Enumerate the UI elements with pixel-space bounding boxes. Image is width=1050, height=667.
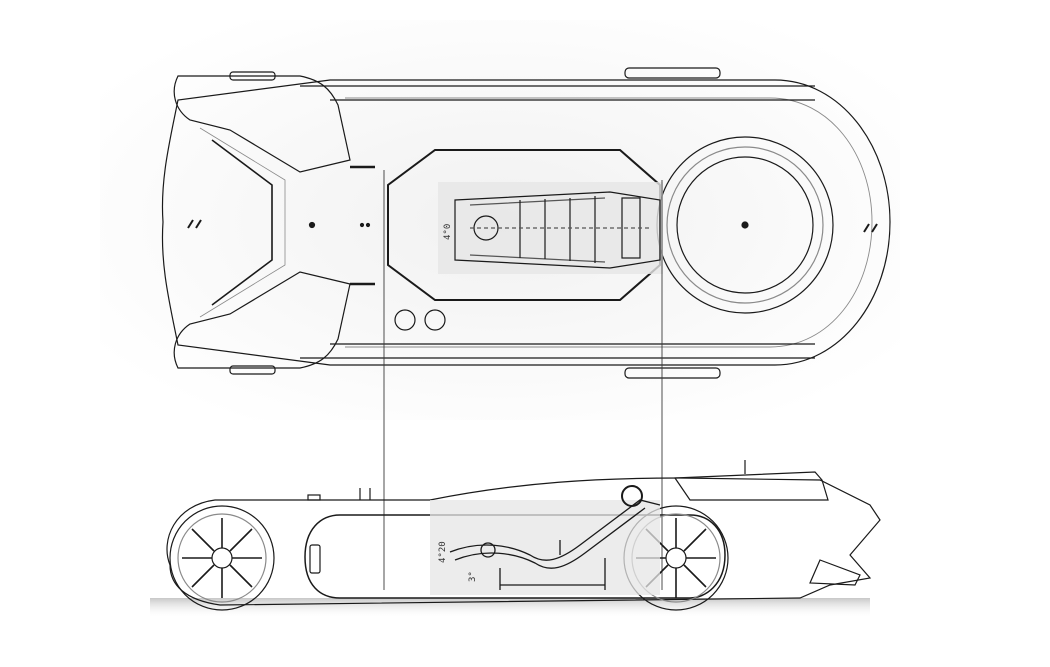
side-cockpit-tub [304, 514, 726, 599]
side-ground-shadow [150, 598, 870, 618]
top-rear-cutout-outer [199, 127, 286, 318]
top-front-wheel-lower [624, 367, 721, 379]
top-logo-front [863, 223, 878, 233]
top-hull-inner [345, 97, 873, 348]
side-rear-detail-1 [307, 494, 321, 501]
top-dome-inner [676, 156, 814, 294]
top-rear-fin-lower [173, 271, 351, 369]
side-rear-wheel [169, 505, 275, 611]
side-front-fin [809, 559, 861, 586]
side-emblem [309, 544, 321, 574]
side-seat-dim-1: 4°20 [438, 541, 448, 563]
top-mark-3 [365, 222, 371, 228]
side-canopy [673, 471, 829, 501]
projection-lines [383, 170, 663, 590]
top-dome-ring [666, 146, 824, 304]
top-view [161, 67, 891, 379]
top-cockpit-hatch [387, 149, 661, 301]
side-seat-frame: 4°20 3° [430, 485, 661, 595]
top-seat-frame: 4°0 [438, 182, 663, 274]
top-seat-dim-1: 4°0 [443, 224, 453, 240]
top-mark-2 [359, 222, 365, 228]
top-rear-wheel-upper [229, 71, 276, 81]
top-mark-1 [308, 221, 316, 229]
top-rear-fin-upper [173, 75, 351, 173]
side-body-outline [166, 477, 881, 606]
top-dome-center [741, 221, 749, 229]
top-rear-cutout [211, 139, 273, 306]
top-front-wheel-upper [624, 67, 721, 79]
top-logo-rear [187, 219, 202, 229]
top-rear-wheel-lower [229, 365, 276, 375]
top-vent-left [394, 309, 416, 331]
top-hull-outline [161, 79, 891, 366]
top-vent-right [424, 309, 446, 331]
side-seat-dim-2: 3° [468, 571, 478, 582]
